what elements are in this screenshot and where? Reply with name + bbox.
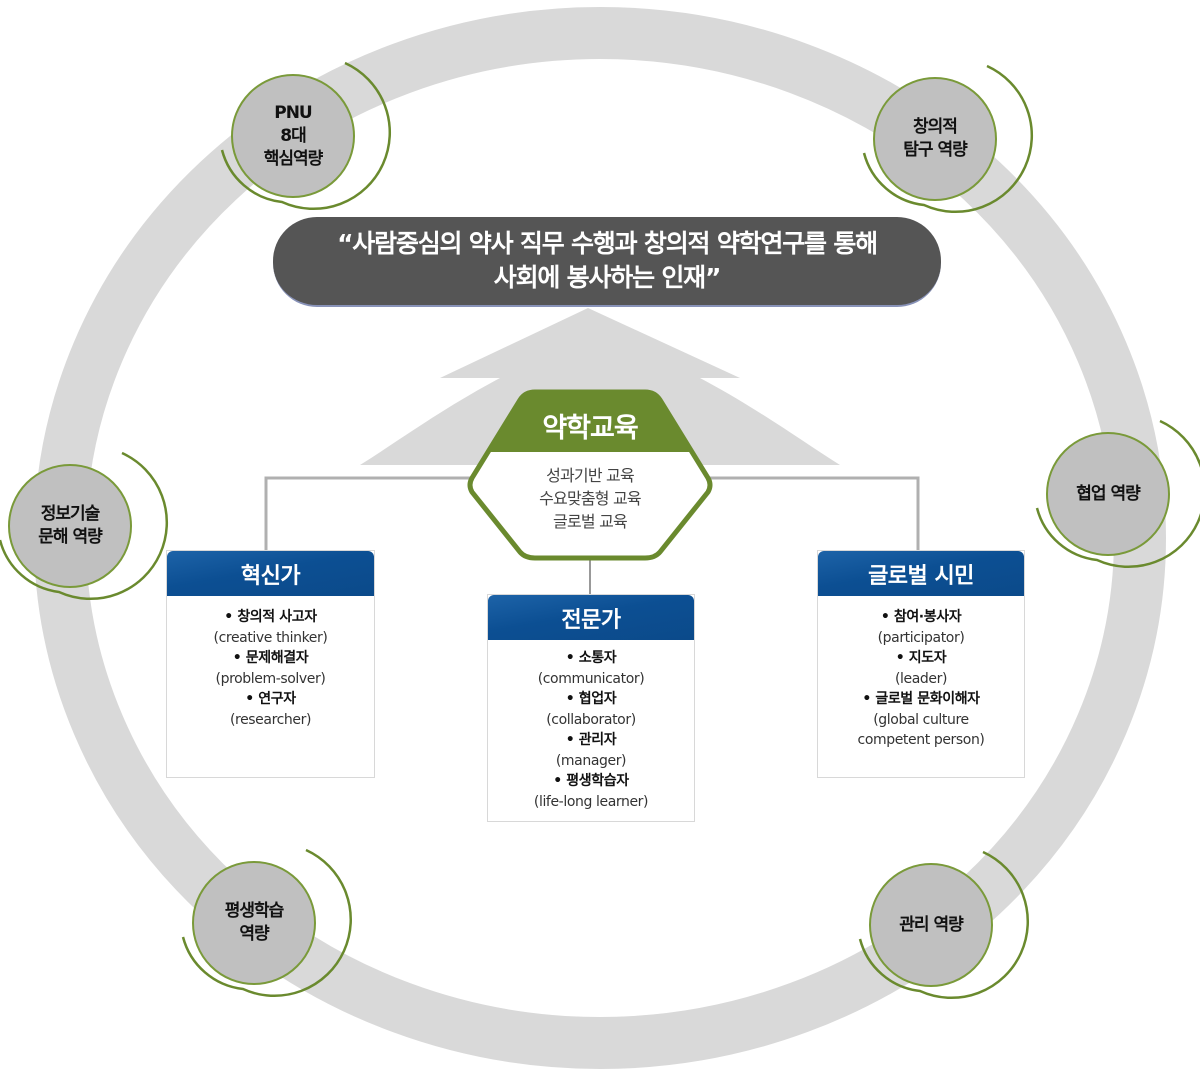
vision-line-1: “사람중심의 약사 직무 수행과 창의적 약학연구를 통해 xyxy=(337,229,878,258)
competency-label: 협업 역량 xyxy=(1076,483,1140,504)
competency-label: PNU 8대 핵심역량 xyxy=(263,102,324,169)
role-item-ko: • 협업자 xyxy=(565,691,617,707)
education-item: 글로벌 교육 xyxy=(553,512,628,531)
role-items: • 소통자 (communicator) • 협업자 (collaborator… xyxy=(488,640,694,812)
role-item-en: (creative thinker) xyxy=(213,629,328,646)
role-items: • 참여·봉사자 (participator) • 지도자 (leader) •… xyxy=(818,596,1024,751)
competency-management: 관리 역량 xyxy=(869,863,993,987)
education-block: 약학교육 성과기반 교육 수요맞춤형 교육 글로벌 교육 xyxy=(472,392,708,558)
role-item-ko: • 참여·봉사자 xyxy=(880,609,962,625)
role-item-en: (life-long learner) xyxy=(533,793,649,810)
role-item-ko: • 지도자 xyxy=(895,650,947,666)
role-item-ko: • 창의적 사고자 xyxy=(224,609,317,625)
competency-label: 창의적 탐구 역량 xyxy=(903,117,967,160)
education-title: 약학교육 xyxy=(542,413,638,444)
role-item-ko: • 글로벌 문화이해자 xyxy=(862,691,980,707)
upward-arrow xyxy=(360,308,840,465)
role-item-en: (participator) xyxy=(877,629,965,646)
competency-creative-inquiry: 창의적 탐구 역량 xyxy=(873,77,997,201)
role-item-ko: • 평생학습자 xyxy=(553,773,629,789)
role-item-ko: • 연구자 xyxy=(245,691,296,707)
role-title: 전문가 xyxy=(488,595,694,640)
role-item-ko: • 문제해결자 xyxy=(232,650,309,666)
connector-right xyxy=(696,476,920,552)
vision-line-2: 사회에 봉사하는 인재” xyxy=(493,263,722,292)
role-item-en: (collaborator) xyxy=(546,711,636,728)
competency-collaboration: 협업 역량 xyxy=(1046,432,1170,556)
role-title: 글로벌 시민 xyxy=(818,551,1024,596)
role-item-ko: • 소통자 xyxy=(565,650,617,666)
competency-info-tech-literacy: 정보기술 문해 역량 xyxy=(8,464,132,588)
role-item-en: (problem-solver) xyxy=(215,670,326,687)
role-card-innovator: 혁신가 • 창의적 사고자 (creative thinker) • 문제해결자… xyxy=(166,550,375,778)
role-item-en: (leader) xyxy=(894,670,948,687)
role-items: • 창의적 사고자 (creative thinker) • 문제해결자 (pr… xyxy=(167,596,374,730)
education-items: 성과기반 교육 수요맞춤형 교육 글로벌 교육 xyxy=(472,464,708,533)
competency-lifelong-learning: 평생학습 역량 xyxy=(192,861,316,985)
competency-label: 평생학습 역량 xyxy=(224,901,285,944)
role-item-ko: • 관리자 xyxy=(565,732,617,748)
vision-statement: “사람중심의 약사 직무 수행과 창의적 약학연구를 통해 사회에 봉사하는 인… xyxy=(337,227,878,295)
education-hexagon-header xyxy=(488,392,692,452)
role-item-en: (global culture competent person) xyxy=(857,711,985,749)
role-card-expert: 전문가 • 소통자 (communicator) • 협업자 (collabor… xyxy=(487,594,695,822)
education-item: 수요맞춤형 교육 xyxy=(539,489,642,508)
vision-banner: “사람중심의 약사 직무 수행과 창의적 약학연구를 통해 사회에 봉사하는 인… xyxy=(273,217,941,307)
role-card-global-citizen: 글로벌 시민 • 참여·봉사자 (participator) • 지도자 (le… xyxy=(817,550,1025,778)
competency-label: 관리 역량 xyxy=(899,914,963,935)
role-title: 혁신가 xyxy=(167,551,374,596)
education-item: 성과기반 교육 xyxy=(546,466,635,485)
competency-label: 정보기술 문해 역량 xyxy=(38,504,102,547)
role-item-en: (researcher) xyxy=(229,711,312,728)
competency-pnu-8-core: PNU 8대 핵심역량 xyxy=(231,74,355,198)
role-item-en: (manager) xyxy=(555,752,627,769)
connector-left xyxy=(264,476,488,552)
role-item-en: (communicator) xyxy=(537,670,645,687)
